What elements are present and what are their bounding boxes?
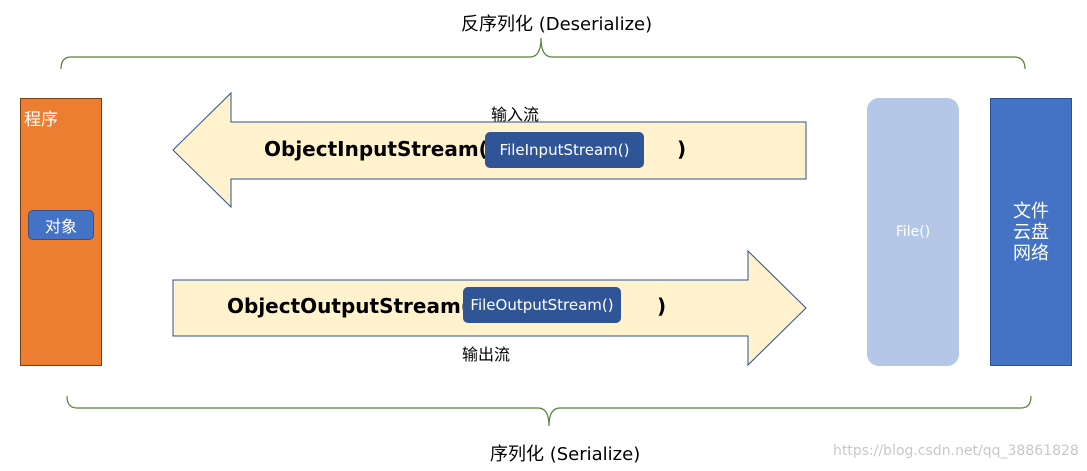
serialize-label: 序列化 (Serialize) — [490, 444, 641, 465]
storage-file-label: 文件 — [1013, 200, 1049, 222]
watermark: https://blog.csdn.net/qq_38861828 — [833, 443, 1079, 459]
storage-box: 文件 云盘 网络 — [990, 98, 1072, 366]
input-close-paren: ) — [677, 137, 687, 161]
program-box: 程序 对象 — [20, 98, 102, 366]
deserialize-label: 反序列化 (Deserialize) — [461, 14, 653, 35]
storage-cloud-label: 云盘 — [1013, 221, 1049, 243]
program-title: 程序 — [24, 110, 58, 130]
serialize-brace — [66, 395, 1032, 427]
storage-network-label: 网络 — [1013, 242, 1049, 264]
object-output-stream-label: ObjectOutputStream( — [227, 294, 470, 318]
file-input-stream-button[interactable]: FileInputStream() — [485, 132, 644, 168]
output-flow-label: 输出流 — [462, 345, 511, 364]
input-flow-label: 输入流 — [491, 105, 540, 124]
object-button[interactable]: 对象 — [28, 210, 94, 240]
file-output-stream-button[interactable]: FileOutputStream() — [463, 287, 621, 323]
file-box: File() — [867, 98, 959, 366]
file-box-label: File() — [895, 224, 931, 240]
deserialize-brace — [60, 37, 1026, 70]
output-close-paren: ) — [657, 294, 667, 318]
object-input-stream-label: ObjectInputStream( — [264, 137, 488, 161]
